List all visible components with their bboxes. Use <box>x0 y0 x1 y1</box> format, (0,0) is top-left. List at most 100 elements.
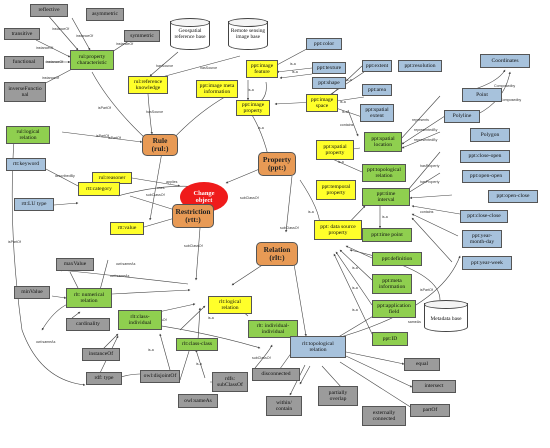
node-cardinality: cardinality <box>66 318 110 331</box>
edge <box>329 157 363 173</box>
edge-label: instanceOf <box>42 76 60 80</box>
node-rtt-lu-type: rtt:LU type <box>14 198 54 211</box>
node-ppt-spatial-property: ppt:spatial property <box>316 140 354 160</box>
edge <box>71 311 81 319</box>
edge <box>147 93 153 135</box>
edge <box>409 194 453 200</box>
node-rlt-topological-relation: rlt:topological relation <box>290 336 346 358</box>
edge <box>251 114 269 156</box>
edge <box>329 65 363 97</box>
edge-label: applies <box>166 180 178 184</box>
edge-label: is-a <box>148 348 154 352</box>
edge <box>339 249 373 281</box>
edge <box>61 131 143 143</box>
node-rul-logical-relation: rul:logical relation <box>6 126 50 144</box>
edge <box>329 255 461 341</box>
edge-label: describedBy <box>55 174 75 178</box>
node-ppt-id: ppt:ID <box>372 332 408 346</box>
edge <box>401 131 441 149</box>
edge <box>411 205 461 215</box>
node-ppt-time-point: ppt:time point <box>362 228 412 242</box>
edge-label: uses <box>157 186 165 190</box>
node-ppt-image-property: ppt:image property <box>236 100 270 116</box>
edge-label: isPartOf <box>96 134 109 138</box>
node-rtt-value: rtt:value <box>110 222 144 235</box>
node-ppt-year-week: ppt:year-week <box>462 256 512 270</box>
edge <box>335 251 373 306</box>
edge-label: Composedby <box>500 98 522 102</box>
edge-label: represents <box>412 118 429 122</box>
node-reflective: reflective <box>30 4 68 17</box>
edge <box>179 305 206 331</box>
edge-label: Composedby <box>494 84 516 88</box>
node-ppt-image-feature: ppt:image feature <box>246 60 278 78</box>
node-ppt-spatial-extent: ppt:spatial extent <box>360 104 394 122</box>
node-rlt-class-individual: rlt:class- individual <box>118 310 162 330</box>
edge <box>71 17 91 51</box>
db-geospatial-reference: Geospatial reference base <box>170 18 210 50</box>
node-externally-connected: externally connected <box>362 406 406 426</box>
node-ppt-texture: ppt:texture <box>312 62 346 74</box>
edge-label: is-a <box>352 308 358 312</box>
edge <box>131 177 181 187</box>
edge-label: subClassOf <box>252 356 271 360</box>
node-rdfs-subclass-of: rdfs: subClassOf <box>212 372 248 392</box>
edge-label: is-a <box>308 210 314 214</box>
node-instance-of: instanceOf <box>82 348 120 361</box>
node-partially-overlap: partially overlap <box>318 386 358 406</box>
edge <box>299 365 311 385</box>
node-rtt-category: rtt:category <box>78 182 120 196</box>
edge-label: isPartOf <box>420 288 433 292</box>
edge-label: hasSource <box>156 64 174 68</box>
edge-label: is-a <box>196 362 202 366</box>
edge <box>91 71 146 139</box>
edge-label: instanceOf <box>116 42 134 46</box>
edge-label: representedBy <box>414 138 438 142</box>
node-intersect: intersect <box>412 380 456 393</box>
edge <box>333 253 375 339</box>
node-ppt-close-close: ppt:close-close <box>460 210 508 223</box>
edge <box>259 81 267 103</box>
node-ppt-shape: ppt:shape <box>312 77 346 89</box>
edge <box>149 51 179 77</box>
edge <box>11 139 86 386</box>
edge <box>225 167 263 184</box>
edge <box>279 73 313 79</box>
edge-label: owl:sameAs <box>36 340 56 344</box>
node-ppt-resolution: ppt:resolution <box>398 60 442 72</box>
edge-label: isPartOf <box>98 106 111 110</box>
node-owl-same-as: owl:sameAs <box>178 394 218 408</box>
edge-label: hasSource <box>200 66 218 70</box>
edge <box>321 365 343 389</box>
edge <box>43 167 81 188</box>
edge-label: is-a <box>292 70 298 74</box>
edge <box>197 307 202 341</box>
node-ppt-image-space: ppt:image space <box>306 94 338 112</box>
node-transitive: transitive <box>4 28 40 40</box>
edge-label: isPartOf <box>108 136 121 140</box>
edge-label: is-a <box>338 160 344 164</box>
edge-label: sameAs <box>408 320 421 324</box>
node-ppt-definition: ppt:definition <box>372 252 422 266</box>
edge <box>179 347 191 381</box>
node-rdf-type: rdf: type <box>86 372 122 385</box>
edge-label: hasProperty <box>420 164 440 168</box>
db-metadata-base: Metadata base <box>424 300 468 332</box>
node-owl-disjoint-of: owl:disjointOf <box>140 370 180 383</box>
edge <box>285 175 293 233</box>
edge-label: subClassOf <box>184 244 203 248</box>
edge-label: is-a <box>382 215 388 219</box>
edge-label: owl:sameAs <box>116 262 136 266</box>
edge-label: hasSource <box>146 110 164 114</box>
node-ppt-color: ppt:color <box>306 38 342 50</box>
edge-label: hasProperty <box>420 180 440 184</box>
node-ppt-data-source-property: ppt: data source property <box>314 220 362 240</box>
node-ppt-topological-relation: ppt:topological relation <box>362 164 406 182</box>
edge-label: is-a <box>352 266 358 270</box>
node-ppt-temporal-property: ppt:temporal property <box>316 180 356 200</box>
edge <box>349 249 441 301</box>
node-rul-property-characteristic: rul:property characteristic <box>70 50 114 70</box>
node-ppt-year-month-day: ppt:year- month-day <box>462 230 502 248</box>
edge <box>254 344 273 369</box>
